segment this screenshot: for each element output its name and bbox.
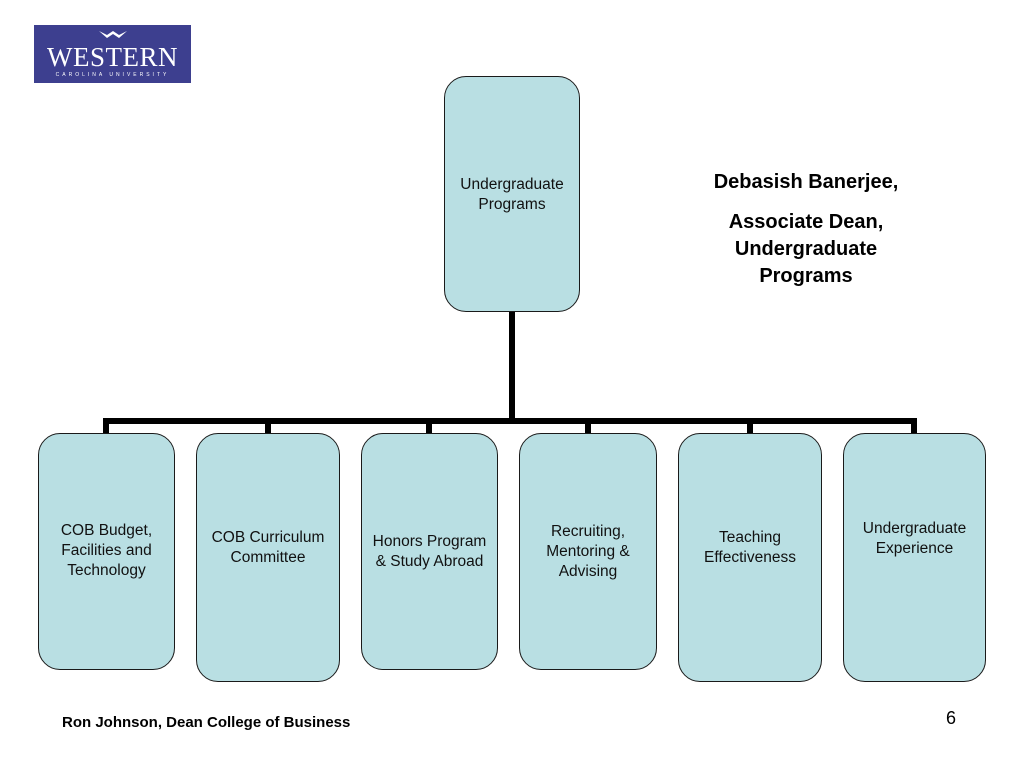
- node-undergraduate-experience: Undergraduate Experience: [843, 433, 986, 682]
- node-recruiting: Recruiting, Mentoring & Advising: [519, 433, 657, 670]
- node-teaching-effectiveness: Teaching Effectiveness: [678, 433, 822, 682]
- node-cob-budget: COB Budget, Facilities and Technology: [38, 433, 175, 670]
- footer-text: Ron Johnson, Dean College of Business: [62, 714, 351, 731]
- node-label: Undergraduate Programs: [460, 176, 564, 213]
- node-label: Recruiting, Mentoring & Advising: [546, 523, 630, 580]
- node-cob-curriculum: COB Curriculum Committee: [196, 433, 340, 682]
- logo-bird-icon: [99, 31, 127, 38]
- node-label: COB Budget, Facilities and Technology: [60, 522, 153, 579]
- node-honors-program: Honors Program & Study Abroad: [361, 433, 498, 670]
- caption-person-name: Debasish Banerjee,: [713, 171, 899, 193]
- caption-person-title: Associate Dean, Undergraduate Programs: [728, 211, 884, 287]
- node-label: Teaching Effectiveness: [704, 529, 796, 566]
- university-logo: WESTERN CAROLINA UNIVERSITY: [34, 25, 191, 83]
- logo-name: WESTERN: [47, 42, 178, 72]
- logo-subtitle: CAROLINA UNIVERSITY: [55, 72, 170, 78]
- node-label: Honors Program & Study Abroad: [372, 533, 487, 570]
- node-label: COB Curriculum Committee: [211, 529, 325, 566]
- node-undergraduate-programs: Undergraduate Programs: [444, 76, 580, 312]
- node-label: Undergraduate Experience: [862, 520, 967, 557]
- page-number: 6: [946, 708, 957, 728]
